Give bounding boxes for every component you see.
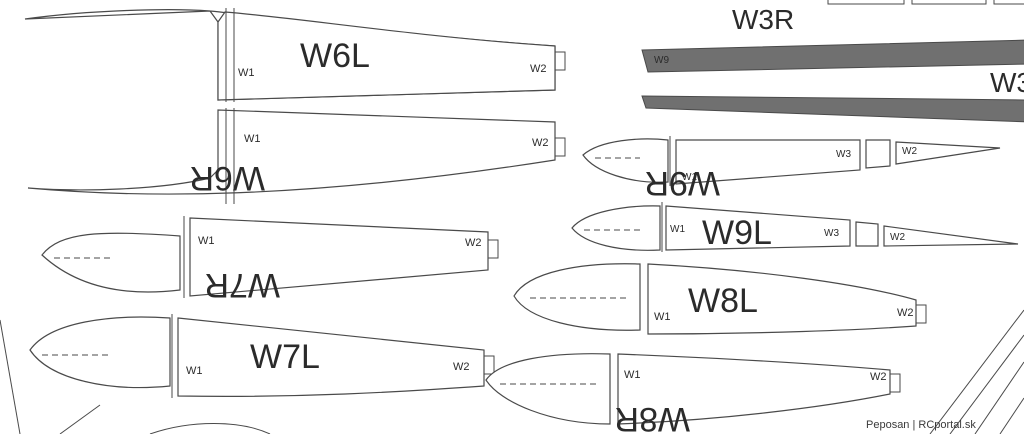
w8r-label: W8R — [614, 400, 690, 434]
edge-lines — [0, 309, 1024, 434]
w9-strip-label: W9 — [654, 55, 669, 66]
w7l-panel — [177, 317, 485, 397]
w7l-nose — [29, 316, 171, 389]
w9r-gap — [865, 139, 891, 169]
part-w7r: W7R W1 W2 — [41, 216, 499, 304]
w6l-w2: W2 — [530, 63, 547, 75]
w9l-w1: W1 — [670, 224, 685, 235]
w6r-w1: W1 — [244, 133, 261, 145]
w8l-w1: W1 — [654, 311, 671, 323]
part-w3-strip: W3 — [641, 67, 1024, 123]
part-w9-strip: W9 — [641, 39, 1024, 73]
w9r-w3: W3 — [836, 149, 851, 160]
w8l-nose — [513, 263, 641, 331]
w9r-w1: W1 — [682, 172, 697, 183]
part-w8l: W8L W1 W2 — [513, 263, 927, 335]
w7l-w2: W2 — [453, 361, 470, 373]
w9l-w3: W3 — [824, 228, 839, 239]
part-w9r: W9R W1 W3 W2 — [582, 136, 1001, 202]
part-w7l: W7L W1 W2 — [29, 314, 495, 398]
w8r-panel — [617, 353, 891, 425]
w9l-gap — [855, 221, 879, 247]
w3-strip-shape — [641, 95, 1024, 123]
w9-strip-shape — [641, 39, 1024, 73]
part-w6r: W6R W1 W2 — [27, 108, 566, 204]
w9r-nose — [582, 138, 669, 183]
w8r-w2: W2 — [870, 371, 887, 383]
part-w8r: W8R W1 W2 — [485, 353, 901, 434]
w8r-w1: W1 — [624, 369, 641, 381]
w8l-w2: W2 — [897, 307, 914, 319]
w7l-label: W7L — [250, 338, 320, 376]
w7r-w1: W1 — [198, 235, 215, 247]
w9r-panel — [675, 139, 861, 185]
w8l-label: W8L — [688, 282, 758, 320]
w9r-tip — [895, 141, 1001, 165]
w9l-tip — [883, 225, 1019, 247]
w9l-nose — [571, 205, 661, 251]
w6r-outline — [27, 109, 556, 195]
part-w6l: W6L W1 W2 — [24, 8, 566, 102]
w9l-label: W9L — [702, 214, 772, 252]
w9l-w2: W2 — [890, 232, 905, 243]
w6l-panel — [217, 11, 556, 101]
w9r-label: W9R — [644, 164, 720, 202]
w9l-panel — [665, 205, 851, 251]
w3r-label: W3R — [732, 4, 794, 35]
w6r-label: W6R — [189, 159, 265, 197]
w7r-w2: W2 — [465, 237, 482, 249]
w6l-w1: W1 — [238, 67, 255, 79]
w7r-label: W7R — [204, 266, 280, 304]
w6l-label: W6L — [300, 37, 370, 75]
w7r-panel — [189, 217, 489, 297]
w8l-panel — [647, 263, 917, 335]
w6r-w2: W2 — [532, 137, 549, 149]
w3-cut-label: W3 — [990, 67, 1024, 98]
w9r-w2: W2 — [902, 146, 917, 157]
part-w9l: W9L W1 W3 W2 — [571, 202, 1019, 252]
w7r-nose — [41, 232, 181, 293]
w7l-w1: W1 — [186, 365, 203, 377]
w8r-nose — [485, 353, 611, 425]
credit-text: Peposan | RCportal.sk — [866, 419, 976, 431]
top-right-box-edges — [827, 0, 1024, 5]
